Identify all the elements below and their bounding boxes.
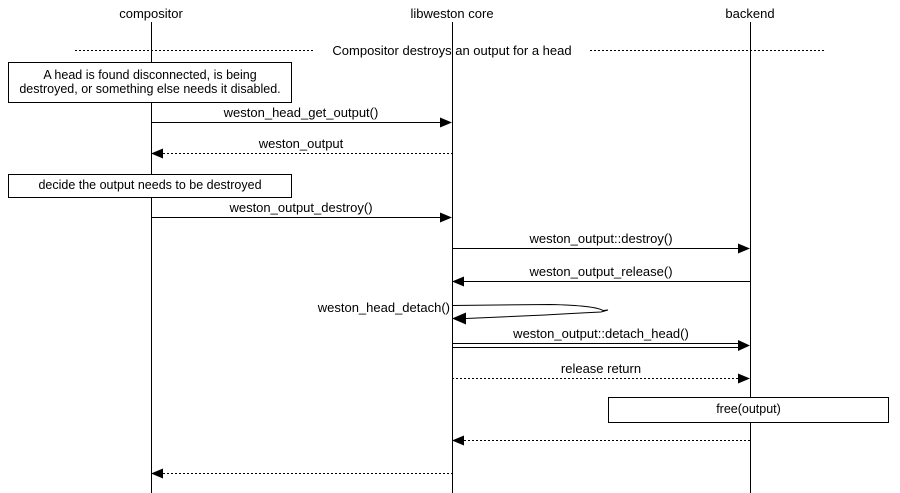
participant-label-backend: backend (725, 6, 775, 21)
participant-label-libweston-core: libweston core (410, 6, 494, 21)
arrowhead-left-icon (151, 148, 163, 159)
message-label-weston-output-detach-head: weston_output::detach_head() (513, 326, 689, 341)
arrowhead-left-icon (452, 435, 464, 446)
message-label-weston-output: weston_output (258, 136, 344, 151)
arrowhead-left-icon (452, 312, 466, 325)
arrowhead-left-icon (151, 468, 163, 479)
note-box-free-output: free(output) (608, 397, 889, 423)
arrowhead-left-icon (452, 276, 464, 287)
participant-label-compositor: compositor (119, 6, 183, 21)
message-label-weston-output-destroy: weston_output_destroy() (229, 200, 373, 215)
arrowhead-right-icon (738, 243, 750, 254)
message-label-release-return: release return (560, 361, 642, 376)
divider-label: Compositor destroys an output for a head (332, 43, 572, 58)
arrow-weston-head-detach-selfloop (451, 303, 609, 319)
message-label-weston-output-vfunc-destroy: weston_output::destroy() (529, 231, 673, 246)
message-label-weston-head-detach: weston_head_detach() (317, 300, 450, 315)
arrowhead-right-icon (738, 340, 750, 351)
arrowhead-right-icon (440, 117, 452, 128)
arrowhead-right-icon (440, 212, 452, 223)
arrowhead-right-icon (738, 373, 750, 384)
message-label-weston-output-release: weston_output_release() (529, 264, 673, 279)
note-box-decide-destroy: decide the output needs to be destroyed (8, 174, 292, 198)
note-box-head-disconnected: A head is found disconnected, is being d… (8, 62, 292, 103)
message-label-weston-head-get-output: weston_head_get_output() (223, 105, 379, 120)
